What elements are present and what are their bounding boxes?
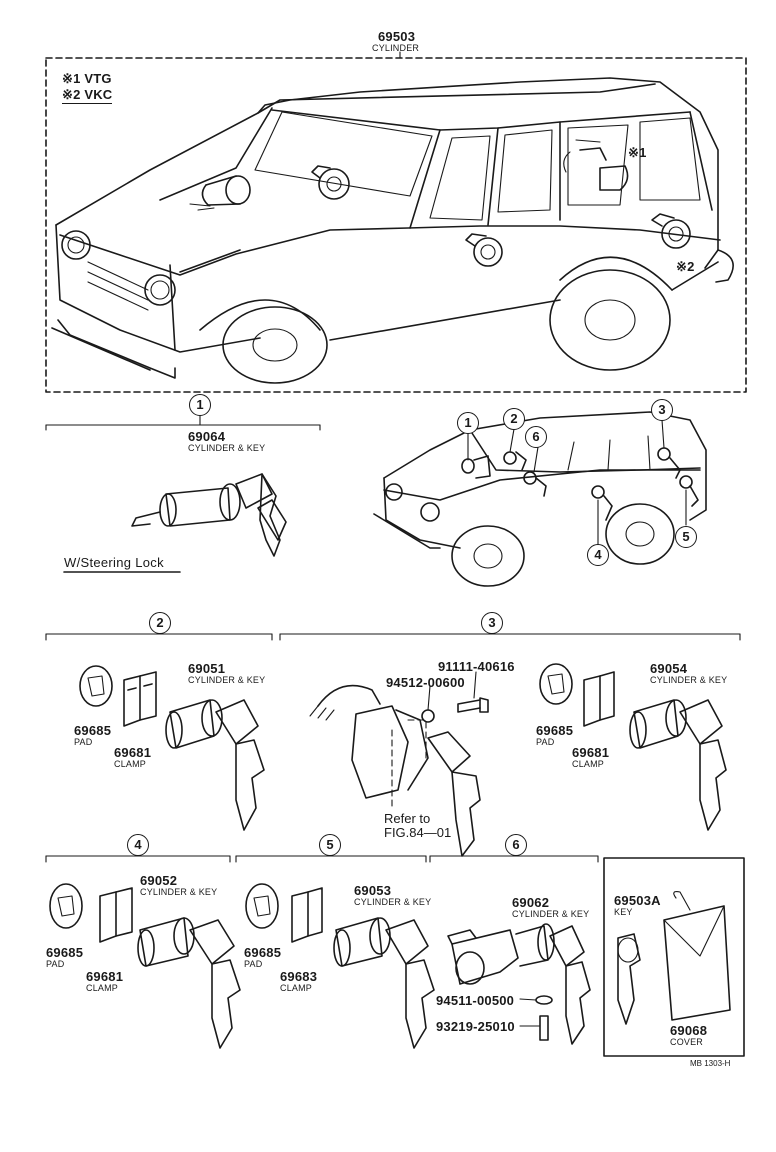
s4-clamp-name: CLAMP <box>86 983 119 993</box>
section-6-marker: 6 <box>505 834 527 856</box>
s2-pad-number: 69685 <box>74 723 112 738</box>
s4-part-number: 69052 <box>140 873 178 888</box>
s1-part-name: CYLINDER & KEY <box>188 443 266 453</box>
mini-marker-5: 5 <box>675 526 697 548</box>
s4-pad-name: PAD <box>46 959 65 969</box>
cylinder-key-69064-illustration <box>131 473 287 557</box>
mini-marker-1: 1 <box>457 412 479 434</box>
s3-clamp-number: 69681 <box>572 745 610 760</box>
s6-part-name: CYLINDER & KEY <box>512 909 590 919</box>
section-1-marker: 1 <box>189 394 211 416</box>
s5-pad-name: PAD <box>244 959 263 969</box>
s3-refer-line-2: FIG.84—01 <box>384 825 452 840</box>
s2-clamp-number: 69681 <box>114 745 152 760</box>
section-4-marker: 4 <box>127 834 149 856</box>
mini-marker-2: 2 <box>503 408 525 430</box>
section-5-parts-illustration <box>245 883 435 1049</box>
s2-part-name: CYLINDER & KEY <box>188 675 266 685</box>
s3-pad-number: 69685 <box>536 723 574 738</box>
section-5-marker: 5 <box>319 834 341 856</box>
section-3b-parts-illustration <box>539 663 727 831</box>
footer-code: MB 1303-H <box>690 1059 731 1068</box>
section-4-parts-illustration <box>49 883 241 1049</box>
section-6-parts-illustration <box>447 923 591 1045</box>
section-2-parts-illustration <box>79 665 265 831</box>
mini-marker-4: 4 <box>587 544 609 566</box>
section-2-marker: 2 <box>149 612 171 634</box>
key-kit-frame <box>603 857 745 1057</box>
s3-refer-line-1: Refer to <box>384 811 431 826</box>
s3-clamp-name: CLAMP <box>572 759 605 769</box>
s2-clamp-name: CLAMP <box>114 759 147 769</box>
s3-nut-number: 94512-00600 <box>386 675 465 690</box>
legend-line-2: ※2 VKC <box>62 87 113 104</box>
s1-part-number: 69064 <box>188 429 226 444</box>
s6-part-number: 69062 <box>512 895 550 910</box>
s6-washer-number: 94511-00500 <box>436 993 515 1008</box>
key-kit-illustration <box>617 891 731 1025</box>
vehicle-main-illustration <box>51 77 734 384</box>
header-part-number: 69503 <box>378 29 416 44</box>
s5-pad-number: 69685 <box>244 945 282 960</box>
s4-pad-number: 69685 <box>46 945 84 960</box>
section-3-parts-illustration <box>309 671 489 857</box>
vehicle-mini-illustration <box>373 411 707 587</box>
section-3-marker: 3 <box>481 612 503 634</box>
s5-clamp-name: CLAMP <box>280 983 313 993</box>
kit-cover-name: COVER <box>670 1037 704 1047</box>
kit-key-number: 69503A <box>614 893 661 908</box>
legend-line-1: ※1 VTG <box>62 71 112 86</box>
kit-cover-number: 69068 <box>670 1023 708 1038</box>
marker-2: ※2 <box>676 259 695 274</box>
s5-clamp-number: 69683 <box>280 969 318 984</box>
s5-part-number: 69053 <box>354 883 392 898</box>
s3-screw-number: 91111-40616 <box>438 659 515 674</box>
s4-clamp-number: 69681 <box>86 969 124 984</box>
header-part-name: CYLINDER <box>372 43 420 53</box>
marker-1: ※1 <box>628 145 647 160</box>
mini-marker-6: 6 <box>525 426 547 448</box>
mini-marker-3: 3 <box>651 399 673 421</box>
s3-pad-name: PAD <box>536 737 555 747</box>
s5-part-name: CYLINDER & KEY <box>354 897 432 907</box>
s2-pad-name: PAD <box>74 737 93 747</box>
s1-note: W/Steering Lock <box>64 555 164 570</box>
kit-key-name: KEY <box>614 907 633 917</box>
s6-bolt-number: 93219-25010 <box>436 1019 515 1034</box>
s3-part-name: CYLINDER & KEY <box>650 675 728 685</box>
s2-part-number: 69051 <box>188 661 226 676</box>
s4-part-name: CYLINDER & KEY <box>140 887 218 897</box>
s3-part-number: 69054 <box>650 661 688 676</box>
main-frame <box>45 57 747 393</box>
